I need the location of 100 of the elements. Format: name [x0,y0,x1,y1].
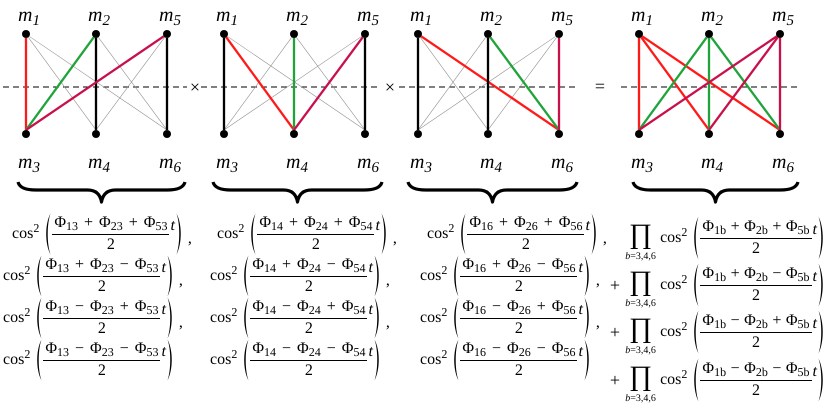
plus-sign: + [610,323,620,341]
variable: t [812,363,817,381]
multiplication-sign: × [190,78,200,96]
variable: t [368,301,373,319]
vertex-label: m$_{1}$ [410,4,432,26]
comma: , [188,230,192,248]
product-symbol: ∏ [629,316,652,342]
cosine-term: cos$^{2}$ [660,276,688,294]
edge-line [708,38,710,130]
edge-line [486,38,490,130]
numerator: Φ$_{14}$ + Φ$_{24}$ − Φ$_{54}$ [251,256,366,276]
comma: , [596,314,600,332]
vertex-label: m$_{5}$ [357,4,379,26]
product-index: b=3,4,6 [625,345,656,356]
numerator: Φ$_{13}$ − Φ$_{23}$ + Φ$_{53}$ [44,298,160,318]
numerator: Φ$_{13}$ − Φ$_{23}$ − Φ$_{53}$ [44,340,160,360]
numerator: Φ$_{16}$ + Φ$_{26}$ − Φ$_{56}$ [461,256,576,276]
numerator: Φ$_{16}$ + Φ$_{26}$ + Φ$_{56}$ [468,214,584,234]
edge-line [416,38,420,130]
cosine-term: cos$^{2}$ [12,225,40,243]
product-symbol: ∏ [629,364,652,390]
edge-line [558,38,560,130]
edge-line [166,38,168,130]
numerator: Φ$_{1b}$ − Φ$_{2b}$ − Φ$_{5b}$ [701,360,811,380]
denominator: 2 [522,235,530,254]
variable: t [170,217,175,235]
vertex-label: m$_{2}$ [701,4,723,26]
cosine-term: cos$^{2}$ [420,267,448,285]
comma: , [178,272,183,290]
vertex-label: m$_{1}$ [216,4,238,26]
vertex-label: m$_{5}$ [159,4,181,26]
numerator: Φ$_{16}$ − Φ$_{26}$ − Φ$_{56}$ [461,340,576,360]
comma: , [392,230,397,248]
cosine-term: cos$^{2}$ [420,309,448,327]
denominator: 2 [514,277,523,296]
product-symbol: ∏ [629,269,652,295]
comma: , [596,272,600,290]
cosine-term: cos$^{2}$ [420,351,448,369]
cosine-term: cos$^{2}$ [210,309,238,327]
denominator: 2 [752,333,760,352]
variable: t [578,259,583,277]
cosine-term: cos$^{2}$ [427,225,454,243]
cosine-term: cos$^{2}$ [3,267,30,285]
denominator: 2 [98,277,106,296]
denominator: 2 [312,235,320,254]
denominator: 2 [304,319,313,338]
vertex-label: m$_{3}$ [631,151,653,173]
vertex-label: m$_{3}$ [216,151,238,173]
multiplication-sign: × [384,78,396,96]
cosine-term: cos$^{2}$ [660,229,688,247]
denominator: 2 [752,381,760,400]
denominator: 2 [98,319,106,338]
cosine-term: cos$^{2}$ [217,225,244,243]
vertex-label: m$_{1}$ [18,4,40,26]
variable: t [812,315,817,333]
product-index: b=3,4,6 [625,298,656,309]
denominator: 2 [106,235,115,254]
variable: t [578,343,583,361]
vertex-label: m$_{4}$ [701,151,723,173]
product-index: b=3,4,6 [625,393,656,404]
vertex-label: m$_{6}$ [551,151,573,173]
edge-line [24,38,28,130]
variable: t [368,343,373,361]
edge-line [94,38,98,130]
equals-sign: = [594,77,606,95]
edge-line [638,38,640,130]
numerator: Φ$_{14}$ − Φ$_{24}$ + Φ$_{54}$ [251,298,366,318]
vertex-label: m$_{5}$ [772,4,794,26]
cosine-term: cos$^{2}$ [210,351,238,369]
vertex-label: m$_{2}$ [88,4,110,26]
variable: t [375,217,380,235]
vertex-label: m$_{6}$ [772,151,794,173]
edge-line [222,38,226,130]
plus-sign: + [610,276,620,294]
vertex-label: m$_{4}$ [286,151,308,173]
plus-sign: + [610,371,620,389]
edge-line [778,38,782,130]
cosine-term: cos$^{2}$ [210,267,238,285]
cosine-term: cos$^{2}$ [660,323,688,341]
vertex-label: m$_{3}$ [18,151,40,173]
vertex-label: m$_{4}$ [88,151,110,173]
vertex-label: m$_{2}$ [286,4,308,26]
vertex-label: m$_{4}$ [480,151,502,173]
numerator: Φ$_{14}$ − Φ$_{24}$ − Φ$_{54}$ [251,340,366,360]
numerator: Φ$_{1b}$ + Φ$_{2b}$ − Φ$_{5b}$ [701,265,811,285]
product-symbol: ∏ [629,222,652,248]
comma: , [178,314,183,332]
denominator: 2 [752,286,760,305]
edge-line [292,38,296,130]
numerator: Φ$_{13}$ + Φ$_{23}$ + Φ$_{53}$ [53,214,168,234]
denominator: 2 [514,319,523,338]
numerator: Φ$_{1b}$ − Φ$_{2b}$ + Φ$_{5b}$ [701,312,811,332]
vertex-label: m$_{6}$ [159,151,181,173]
vertex-label: m$_{3}$ [410,151,432,173]
edge-line [364,38,366,130]
numerator: Φ$_{1b}$ + Φ$_{2b}$ + Φ$_{5b}$ [701,218,811,238]
variable: t [368,259,373,277]
variable: t [812,221,817,239]
product-index: b=3,4,6 [625,251,656,262]
denominator: 2 [514,361,523,380]
